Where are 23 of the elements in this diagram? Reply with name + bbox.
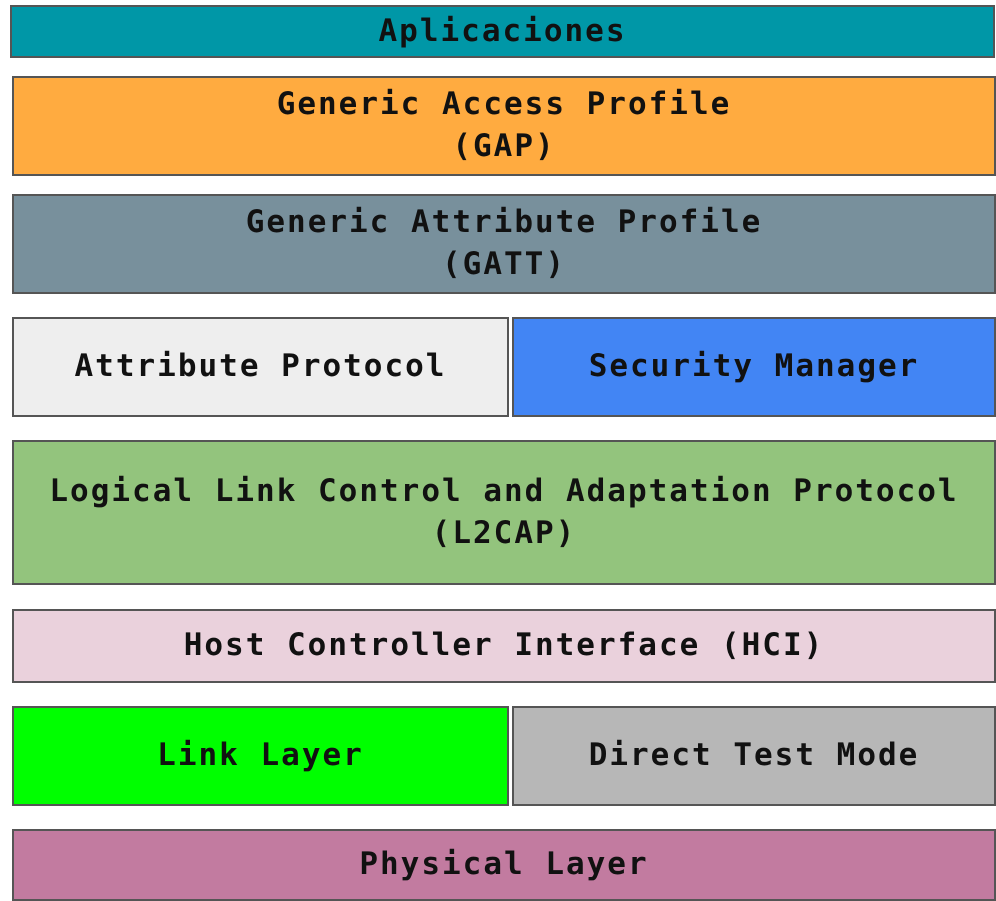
- layer-box: [12, 706, 509, 806]
- layer-box: [10, 5, 995, 58]
- layer-label: (GATT): [441, 245, 567, 284]
- layer-label: (L2CAP): [430, 514, 578, 552]
- layer-box: [12, 609, 996, 683]
- layer-label: Security Manager: [588, 347, 920, 386]
- layer-label: (GAP): [451, 127, 557, 166]
- layer-box: [512, 706, 996, 806]
- layer-box: [512, 317, 996, 417]
- layer-label: Logical Link Control and Adaptation Protocol: [48, 472, 960, 511]
- layer-box: [12, 76, 996, 176]
- layer-box: [12, 829, 996, 901]
- layer-label: Aplicaciones: [378, 12, 628, 51]
- layer-label: Generic Access Profile: [276, 85, 732, 124]
- layer-label: Attribute Protocol: [74, 347, 448, 386]
- layer-box: [12, 440, 996, 585]
- layer-label: Physical Layer: [358, 845, 650, 884]
- layer-box: [12, 317, 509, 417]
- layer-label: Link Layer: [156, 736, 365, 776]
- layer-box: [12, 194, 996, 294]
- layer-label: Host Controller Interface (HCI): [182, 626, 826, 666]
- layer-label: Direct Test Mode: [588, 736, 920, 776]
- layer-label: Generic Attribute Profile: [244, 203, 764, 242]
